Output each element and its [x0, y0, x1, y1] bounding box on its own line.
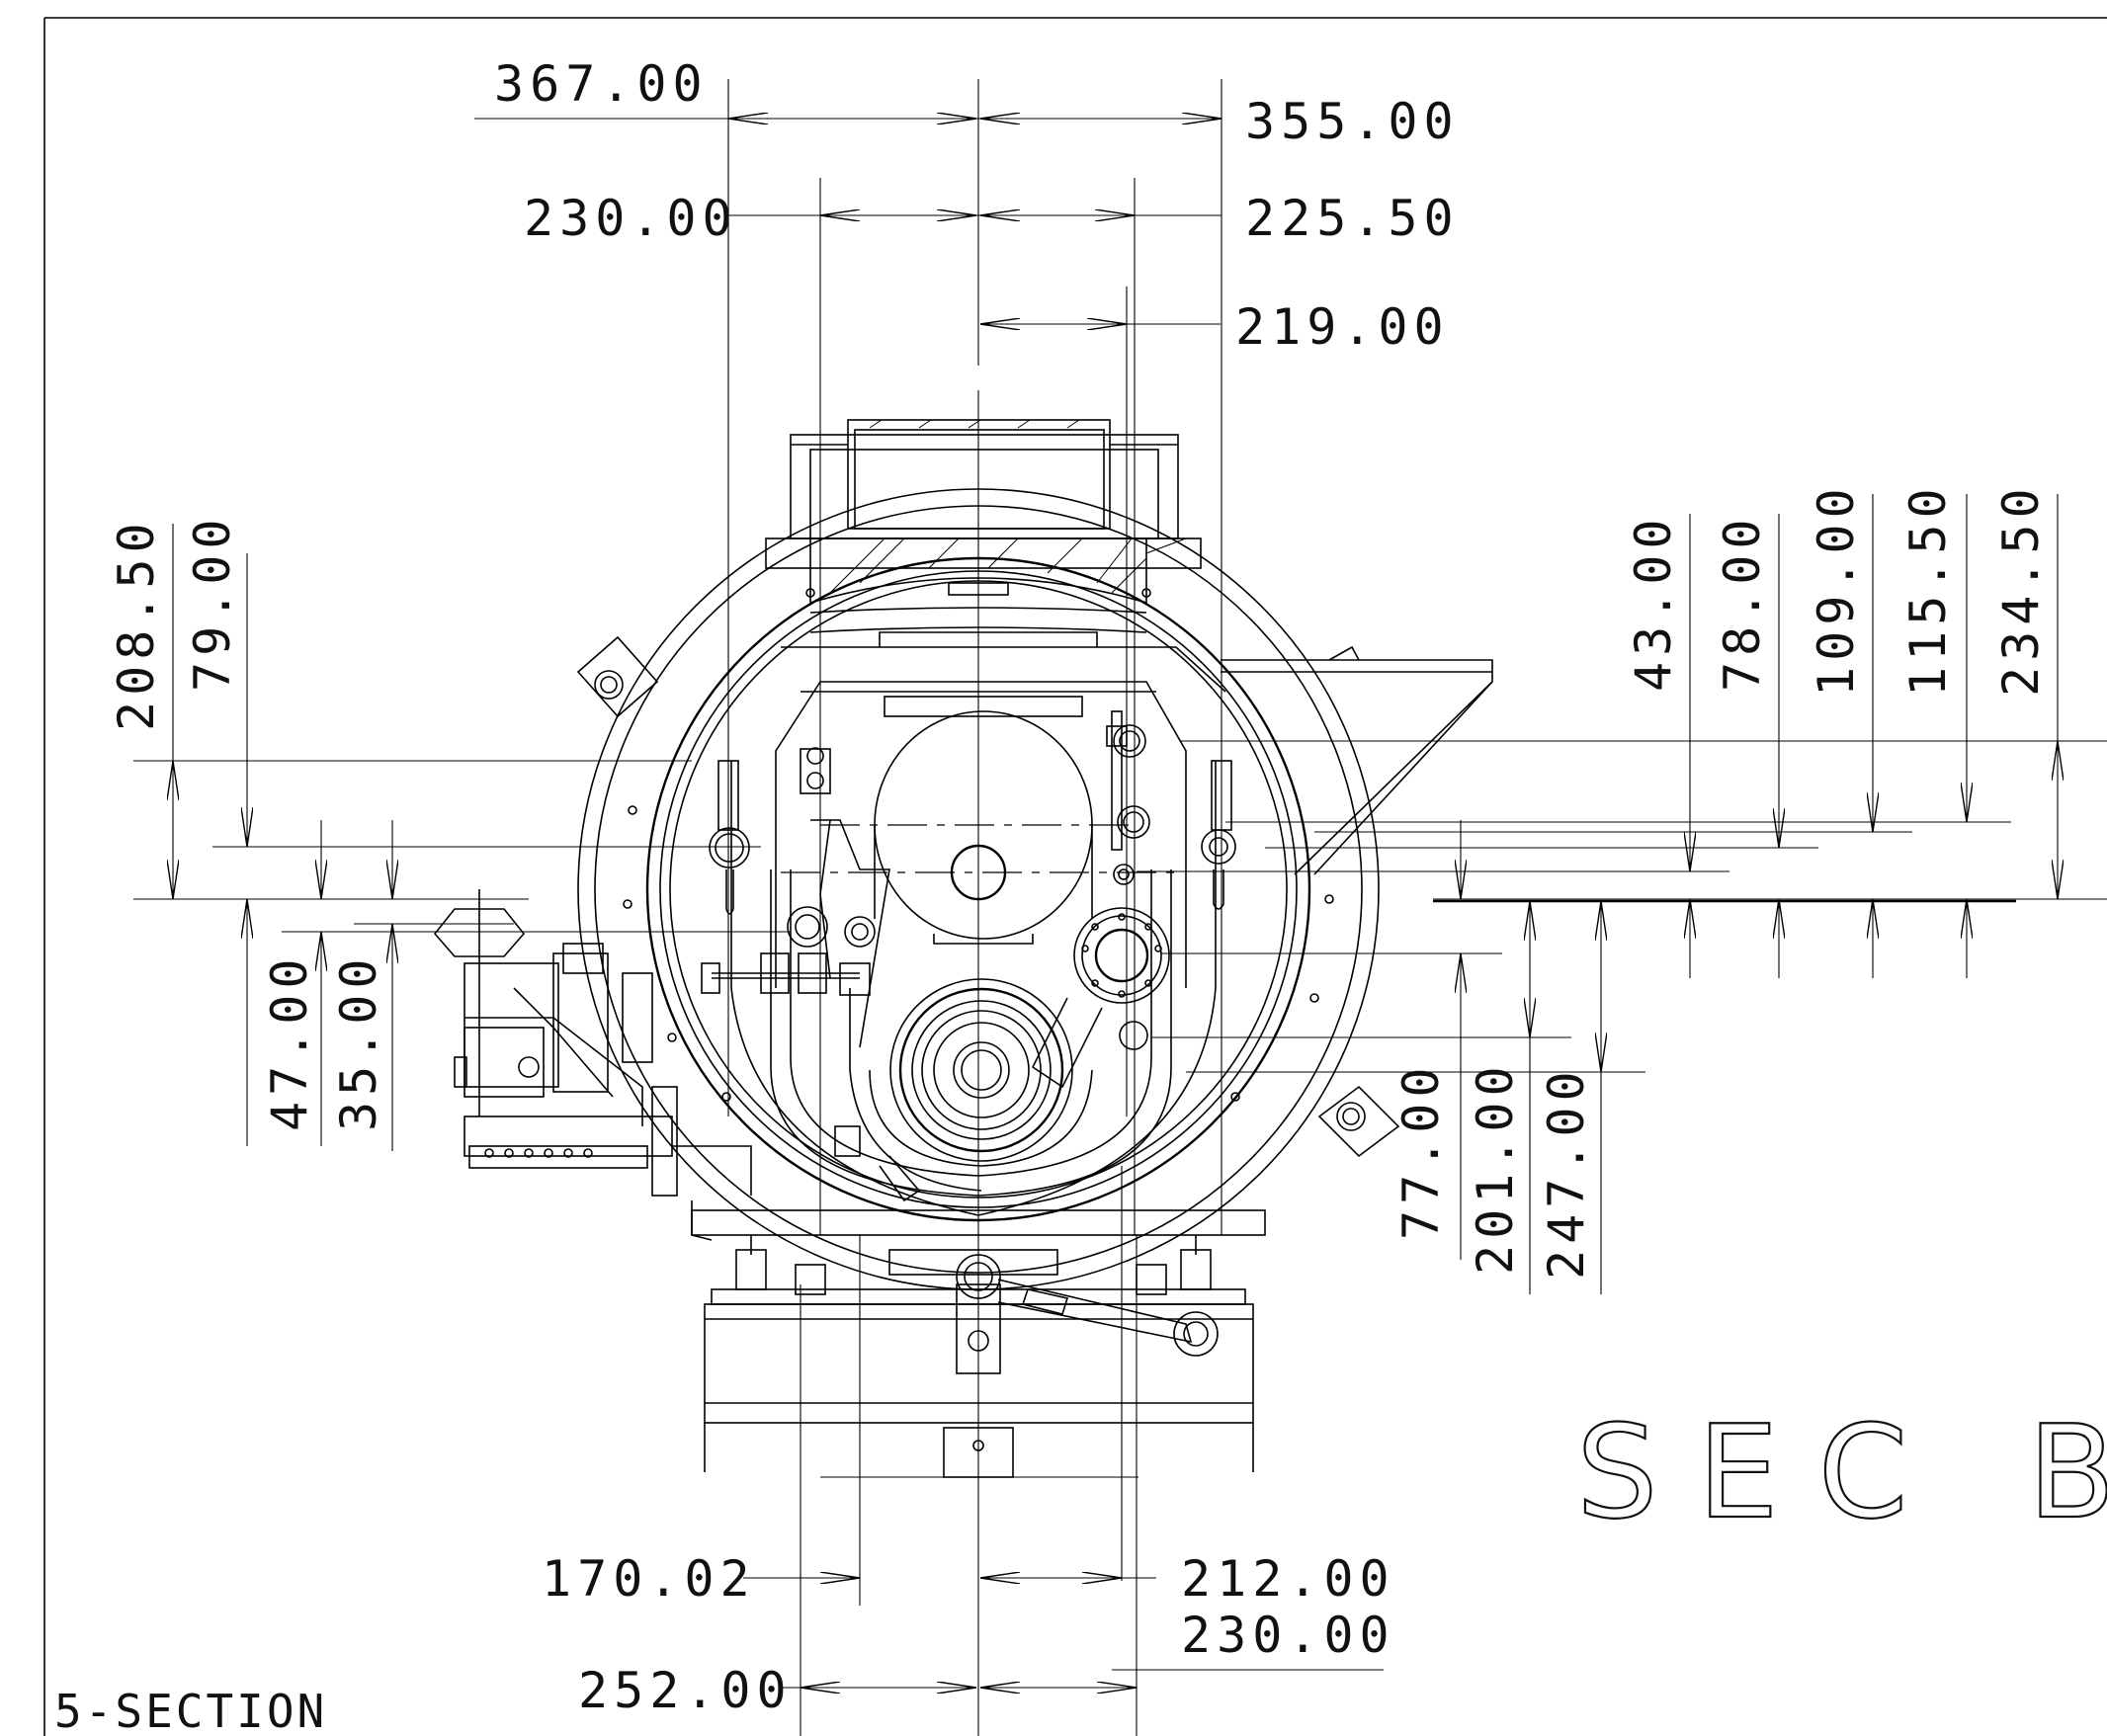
dim-225: 225.50	[1245, 190, 1460, 247]
dim-79: 79.00	[184, 513, 241, 692]
dim-bottom: 170.02 212.00 230.00 252.00	[542, 1166, 1395, 1736]
upper-drum	[874, 710, 1093, 945]
dim-219: 219.00	[1235, 298, 1450, 356]
dim-78: 78.00	[1714, 513, 1771, 692]
dim-247: 247.00	[1538, 1065, 1595, 1280]
machine-section-body	[433, 419, 1493, 1478]
section-title: SEC B	[1576, 1397, 2107, 1547]
top-feed-box	[790, 419, 1179, 539]
corner-label: 5-SECTION	[54, 1685, 327, 1736]
dim-left: 208.50 79.00 47.00 35.00	[108, 513, 791, 1151]
dim-234: 234.50	[1992, 482, 2050, 697]
dim-367: 367.00	[494, 55, 709, 113]
dim-35: 35.00	[330, 952, 387, 1131]
lower-rotor	[849, 978, 1093, 1192]
dim-43: 43.00	[1625, 513, 1682, 692]
dim-230-225: 230.00 225.50	[524, 178, 1460, 1235]
dim-355: 355.00	[1245, 93, 1460, 150]
left-gearbox	[433, 889, 752, 1197]
dim-170: 170.02	[542, 1550, 756, 1608]
dim-219: 219.00	[980, 287, 1450, 1116]
dim-230-bottom: 230.00	[1181, 1607, 1395, 1664]
dim-77: 77.00	[1392, 1061, 1450, 1240]
lifting-lug-right	[1317, 1085, 1400, 1158]
dim-109: 109.00	[1808, 482, 1865, 697]
fittings	[709, 710, 1236, 1050]
dim-230-top: 230.00	[524, 190, 738, 247]
inner-housing	[775, 582, 1226, 988]
dim-115: 115.50	[1899, 482, 1957, 697]
dim-47: 47.00	[261, 952, 318, 1131]
right-hopper	[1221, 645, 1493, 875]
couplings	[701, 952, 921, 1202]
dim-right-bottom: 77.00 201.00 247.00	[1151, 820, 1645, 1294]
lifting-lug-left	[576, 635, 659, 718]
dim-201: 201.00	[1467, 1060, 1524, 1275]
dim-367-355: 367.00 355.00	[474, 55, 1460, 1235]
hatched-block	[765, 537, 1202, 605]
dim-208: 208.50	[108, 517, 165, 731]
dim-212: 212.00	[1181, 1550, 1395, 1608]
drawing-frame	[43, 17, 2107, 1736]
dim-right-top: 43.00 78.00 109.00 115.50 234.50	[1137, 482, 2107, 978]
dim-252: 252.00	[578, 1662, 793, 1719]
right-flange	[1031, 907, 1170, 1089]
